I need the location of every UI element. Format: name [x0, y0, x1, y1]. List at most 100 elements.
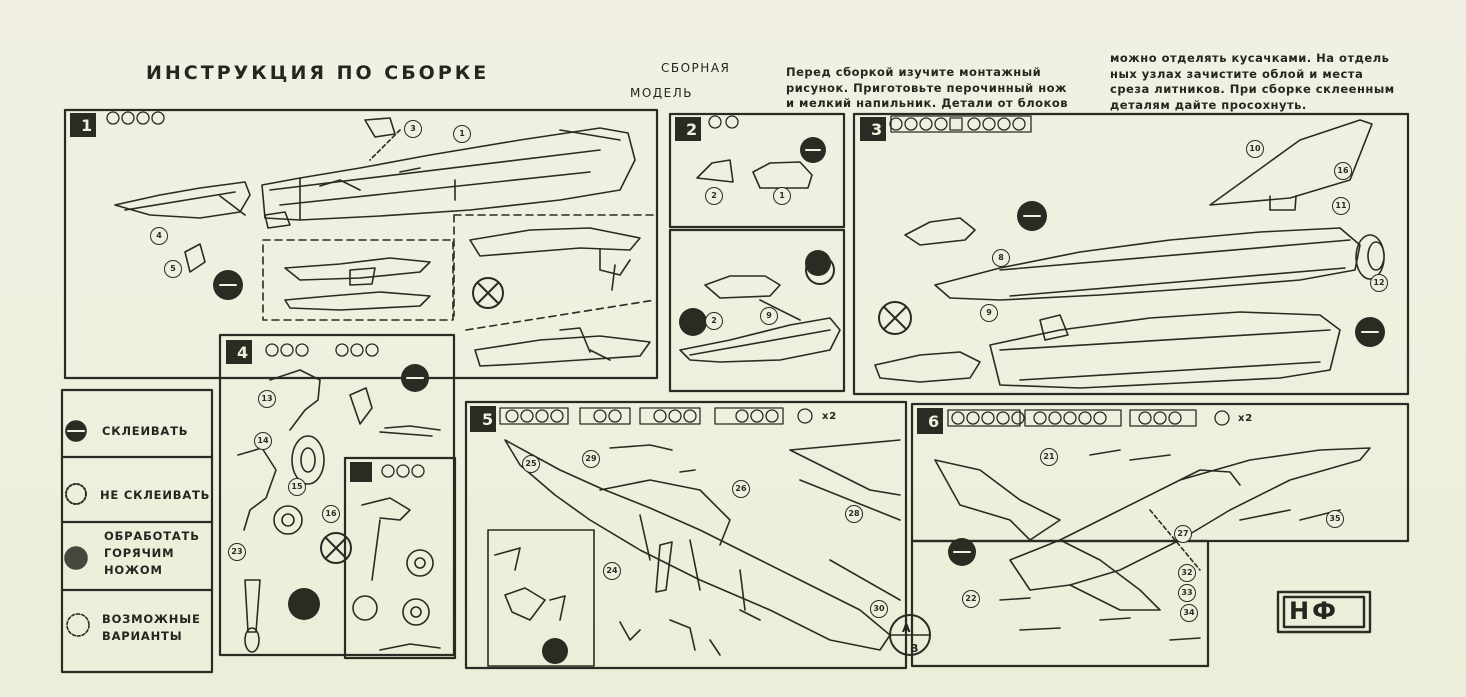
dashed-subframes	[262, 214, 656, 331]
note-line: Перед сборкой изучите монтажный	[786, 65, 1042, 79]
part-number-label: 34	[1180, 604, 1198, 622]
step-6-aircraft-drawing	[934, 447, 1371, 641]
step-5-number: 5	[482, 410, 494, 429]
step-6-number: 6	[928, 412, 940, 431]
note-line: и мелкий напильник. Детали от блоков	[786, 96, 1069, 110]
scale-marker-step-5: x2	[822, 411, 838, 422]
chips-step-2	[708, 115, 739, 129]
step-6b-frame	[910, 539, 1210, 668]
subtitle-line-2: МОДЕЛЬ	[630, 86, 694, 100]
note-line: ных узлах зачистите облой и места	[1110, 66, 1364, 81]
step-5-box	[470, 406, 496, 432]
chips-step-6	[947, 409, 1230, 427]
part-number-label: 13	[258, 390, 276, 408]
fin-part	[1209, 119, 1373, 206]
part-number-label: 24	[603, 562, 621, 580]
step-5-aircraft-drawing	[494, 439, 901, 656]
chips-step-4b	[381, 464, 425, 478]
part-number-label: 21	[1040, 448, 1058, 466]
part-number-label: 3	[404, 120, 422, 138]
part-number-label: 2	[705, 312, 723, 330]
step-5-frame	[464, 400, 908, 670]
legend-frame	[60, 388, 214, 674]
part-number-label: 9	[760, 307, 778, 325]
step-4b-frame	[343, 456, 457, 660]
brand-logo: НФ	[1289, 597, 1339, 625]
note-line: деталям дайте просохнуть.	[1110, 97, 1307, 112]
step-1-box	[70, 113, 96, 137]
legend-hot-knife-label: ОБРАБОТАТЬ ГОРЯЧИМ НОЖОМ	[104, 529, 200, 577]
variant-marker	[889, 614, 931, 656]
note-line: среза литников. При сборке склеенным	[1110, 82, 1395, 96]
part-number-label: 35	[1326, 510, 1344, 528]
step-1-frame	[63, 108, 659, 380]
step-4-number: 4	[237, 343, 249, 362]
note-line: рисунок. Приготовьте перочинный нож	[786, 80, 1068, 95]
step-2b-frame	[668, 228, 846, 393]
part-number-label: 15	[288, 478, 306, 496]
part-number-label: 33	[1178, 584, 1196, 602]
part-number-label: 8	[992, 249, 1010, 267]
step-2-canopy-drawing	[679, 159, 841, 363]
part-number-label: 10	[1246, 140, 1264, 158]
chips-step-1	[106, 111, 165, 125]
part-number-label: 1	[453, 125, 471, 143]
part-number-label: 16	[322, 505, 340, 523]
step-2-number: 2	[686, 120, 698, 139]
step-4-gear-drawing	[237, 369, 441, 653]
small-part-5	[184, 243, 206, 273]
part-number-label: 25	[522, 455, 540, 473]
glue-marker-holes	[67, 149, 1379, 553]
part-number-label: 11	[1332, 197, 1350, 215]
legend-no-glue-label: НЕ СКЛЕИВАТЬ	[100, 488, 211, 502]
brand-stamp	[1276, 590, 1372, 634]
part-number-label: 27	[1174, 525, 1192, 543]
step-1-fuselage-drawing	[114, 117, 636, 273]
step-4b-gear-drawing	[352, 497, 441, 651]
part-number-label: 9	[980, 304, 998, 322]
legend-glue-label: СКЛЕИВАТЬ	[102, 424, 189, 438]
variant-b-label: B	[910, 642, 920, 655]
canopy-part	[364, 117, 396, 138]
assembly-note-column-1: Перед сборкой изучите монтажный рисунок.…	[786, 65, 1068, 112]
part-number-label: 1	[773, 187, 791, 205]
step-1-number: 1	[81, 116, 93, 135]
part-number-label: 30	[870, 600, 888, 618]
note-line: можно отделять кусачками. На отдель	[1110, 51, 1390, 65]
part-number-label: 12	[1370, 274, 1388, 292]
step-3-box	[860, 117, 886, 141]
part-number-label: 29	[582, 450, 600, 468]
part-number-label: 16	[1334, 162, 1352, 180]
part-number-label: 23	[228, 543, 246, 561]
legend-icons	[64, 420, 90, 637]
step-2-box	[675, 117, 701, 141]
chips-step-4	[265, 343, 379, 357]
scale-marker-step-6: x2	[1238, 413, 1254, 424]
step-6-box	[917, 408, 943, 434]
part-number-label: 14	[254, 432, 272, 450]
part-number-label: 4	[150, 227, 168, 245]
step-1-sub-a	[284, 257, 431, 311]
variant-a-label: A	[902, 622, 912, 635]
step-2-frame	[668, 112, 846, 229]
part-number-label: 5	[164, 260, 182, 278]
step-4-box	[226, 340, 252, 364]
step-3-frame	[852, 112, 1410, 396]
part-number-label: 22	[962, 590, 980, 608]
part-number-label: 26	[732, 480, 750, 498]
subtitle-line-1: СБОРНАЯ	[661, 61, 731, 75]
part-number-label: 28	[845, 505, 863, 523]
part-number-label: 32	[1178, 564, 1196, 582]
step-number-boxes	[70, 113, 943, 482]
part-number-label: 2	[705, 187, 723, 205]
step-3-number: 3	[871, 120, 883, 139]
chips-step-3	[889, 115, 1032, 133]
step-3-fuselage-drawing	[874, 119, 1385, 389]
assembly-note-column-2: можно отделять кусачками. На отдель ных …	[1110, 51, 1395, 113]
chips-step-5	[499, 407, 813, 425]
step-4b-box	[350, 462, 372, 482]
legend-variants-label: ВОЗМОЖНЫЕ ВАРИАНТЫ	[102, 612, 201, 643]
no-glue-markers	[320, 255, 912, 564]
